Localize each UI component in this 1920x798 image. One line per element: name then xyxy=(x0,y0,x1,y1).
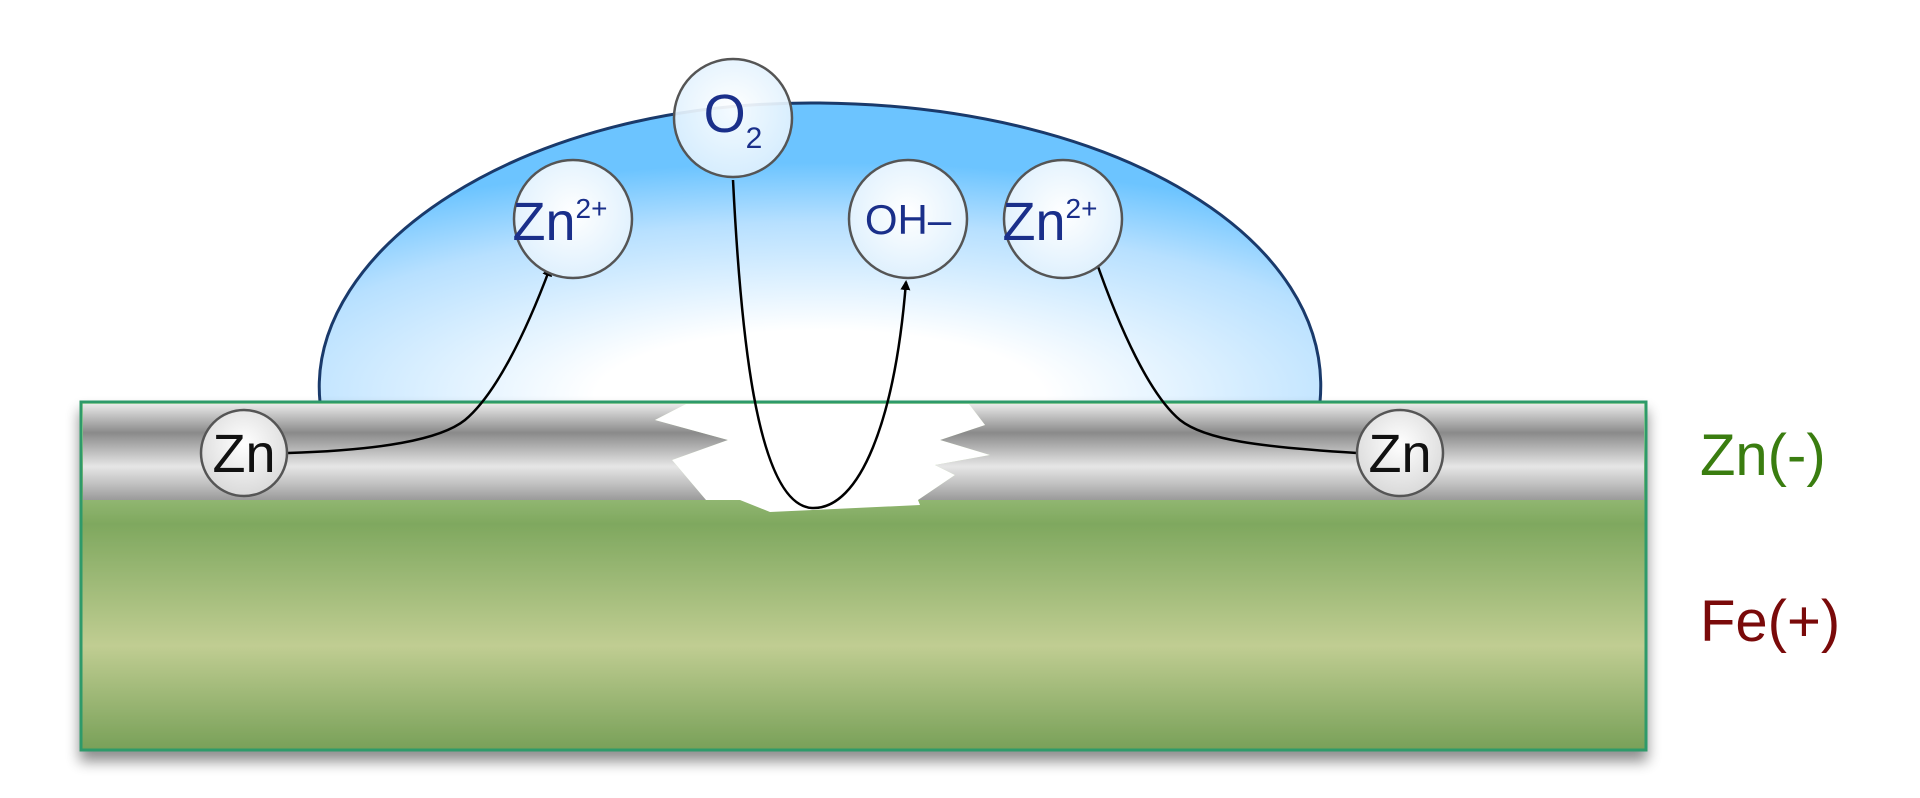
zn-atom-left-label: Zn xyxy=(212,424,275,484)
o2-base: O xyxy=(704,84,746,144)
water-droplet xyxy=(317,101,1323,404)
zn-ion-left-circle xyxy=(512,158,634,280)
zn-atom-left-circle xyxy=(199,408,289,498)
zn-atom-right-label: Zn xyxy=(1368,424,1431,484)
arrow-zn-right-to-ion xyxy=(1092,256,1358,455)
zn-atom-left: Zn xyxy=(199,408,289,498)
zinc-layer-right xyxy=(918,404,1644,500)
zn-ion-right-charge: 2+ xyxy=(1066,193,1098,224)
zn-ion-right-label: Zn2+ xyxy=(1003,192,1098,252)
zn-ion-right-circle xyxy=(1002,158,1124,280)
zn-ion-right-base: Zn xyxy=(1003,192,1066,252)
arrow-zn-left-to-ion xyxy=(287,266,552,455)
zn-ion-right: Zn2+ xyxy=(1002,158,1124,280)
iron-layer-label: Fe(+) xyxy=(1700,589,1841,654)
arrow-o2-to-oh xyxy=(731,179,911,510)
zn-atom-right: Zn xyxy=(1355,408,1445,498)
oh-ion: OH– xyxy=(847,158,969,280)
zn-ion-left: Zn2+ xyxy=(512,158,634,280)
o2-molecule-label: O2 xyxy=(704,84,763,155)
zn-ion-left-label: Zn2+ xyxy=(513,192,608,252)
o2-subscript: 2 xyxy=(746,122,763,155)
zinc-layer-left xyxy=(83,404,728,500)
o2-molecule: O2 xyxy=(672,57,794,179)
zn-atom-right-circle xyxy=(1355,408,1445,498)
zinc-layer-label: Zn(-) xyxy=(1700,423,1826,488)
oh-ion-label: OH– xyxy=(865,196,952,243)
oh-ion-circle xyxy=(847,158,969,280)
zn-ion-left-charge: 2+ xyxy=(576,193,608,224)
zn-ion-left-base: Zn xyxy=(513,192,576,252)
scratch-gap xyxy=(655,404,990,512)
o2-molecule-circle xyxy=(672,57,794,179)
